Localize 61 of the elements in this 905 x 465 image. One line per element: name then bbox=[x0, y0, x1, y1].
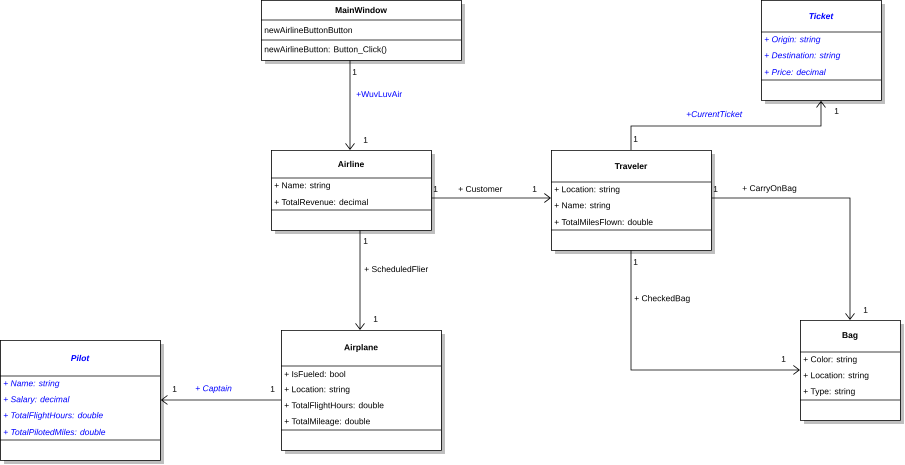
attribute: + Type: string bbox=[804, 388, 855, 396]
attribute: + TotalFlightHours: double bbox=[4, 412, 103, 420]
association-arrow bbox=[345, 60, 355, 150]
attribute: + Location: string bbox=[804, 372, 868, 380]
edge-label: + CheckedBag bbox=[633, 294, 692, 304]
multiplicity-label: 1 bbox=[634, 136, 638, 142]
attribute: + TotalPilotedMiles: double bbox=[4, 428, 106, 436]
association-arrow bbox=[711, 198, 855, 320]
class-box bbox=[270, 150, 435, 234]
class-name: Bag bbox=[842, 332, 858, 340]
association-arrow bbox=[431, 193, 551, 203]
association-arrow bbox=[630, 100, 826, 150]
class-box bbox=[260, 0, 465, 64]
attribute: + TotalMileage: double bbox=[284, 418, 370, 426]
edge-label: + Captain bbox=[194, 384, 233, 394]
multiplicity-label: 1 bbox=[782, 356, 786, 362]
attribute: + Destination: string bbox=[764, 52, 840, 60]
class-name: MainWindow bbox=[336, 6, 387, 14]
attribute: + IsFueled: bool bbox=[284, 370, 346, 378]
multiplicity-label: 1 bbox=[172, 386, 177, 392]
edge-label: + Customer bbox=[457, 184, 504, 193]
multiplicity-label: 1 bbox=[714, 186, 718, 192]
attribute: + TotalFlightHours: double bbox=[284, 402, 384, 410]
class-box bbox=[800, 320, 904, 424]
class-name: Traveler bbox=[614, 162, 648, 170]
multiplicity-label: 1 bbox=[634, 259, 638, 265]
class-name: Airline bbox=[338, 160, 364, 168]
attribute: + Location: string bbox=[554, 186, 620, 194]
multiplicity-label: 1 bbox=[364, 137, 368, 143]
class-name: Airplane bbox=[344, 344, 378, 352]
class-name: Ticket bbox=[809, 12, 834, 20]
multiplicity-label: 1 bbox=[532, 186, 537, 192]
multiplicity-label: 1 bbox=[270, 386, 275, 392]
operation: newAirlineButton: Button_Click() bbox=[264, 46, 386, 54]
association-arrow bbox=[355, 230, 365, 330]
edge-label: + CarryOnBag bbox=[741, 184, 798, 194]
edge-label: +CurrentTicket bbox=[685, 110, 744, 118]
attribute: + Price: decimal bbox=[764, 68, 826, 76]
attribute: + Location: string bbox=[284, 386, 350, 394]
association-arrow bbox=[160, 395, 282, 405]
multiplicity-label: 1 bbox=[364, 238, 368, 244]
attribute: + Name: string bbox=[554, 202, 610, 210]
class-box bbox=[550, 150, 715, 254]
attribute: + Origin: string bbox=[764, 36, 820, 44]
attribute: newAirlineButtonButton bbox=[264, 26, 352, 34]
attribute: + Color: string bbox=[804, 356, 857, 364]
multiplicity-label: 1 bbox=[352, 69, 357, 75]
multiplicity-label: 1 bbox=[374, 316, 378, 322]
class-name: Pilot bbox=[70, 354, 90, 362]
attribute: + Salary: decimal bbox=[4, 396, 70, 404]
attribute: + Name: string bbox=[274, 182, 330, 190]
attribute: + TotalMilesFlown: double bbox=[554, 218, 653, 226]
class-box bbox=[760, 0, 885, 104]
class-box bbox=[0, 340, 164, 464]
attribute: + Name: string bbox=[4, 380, 60, 388]
multiplicity-label: 1 bbox=[434, 186, 438, 192]
class-box bbox=[280, 330, 445, 454]
attribute: + TotalRevenue: decimal bbox=[274, 198, 368, 206]
edge-label: + ScheduledFlier bbox=[363, 264, 430, 274]
edge-label: +WuvLuvAir bbox=[355, 90, 404, 98]
association-arrow bbox=[630, 250, 800, 375]
